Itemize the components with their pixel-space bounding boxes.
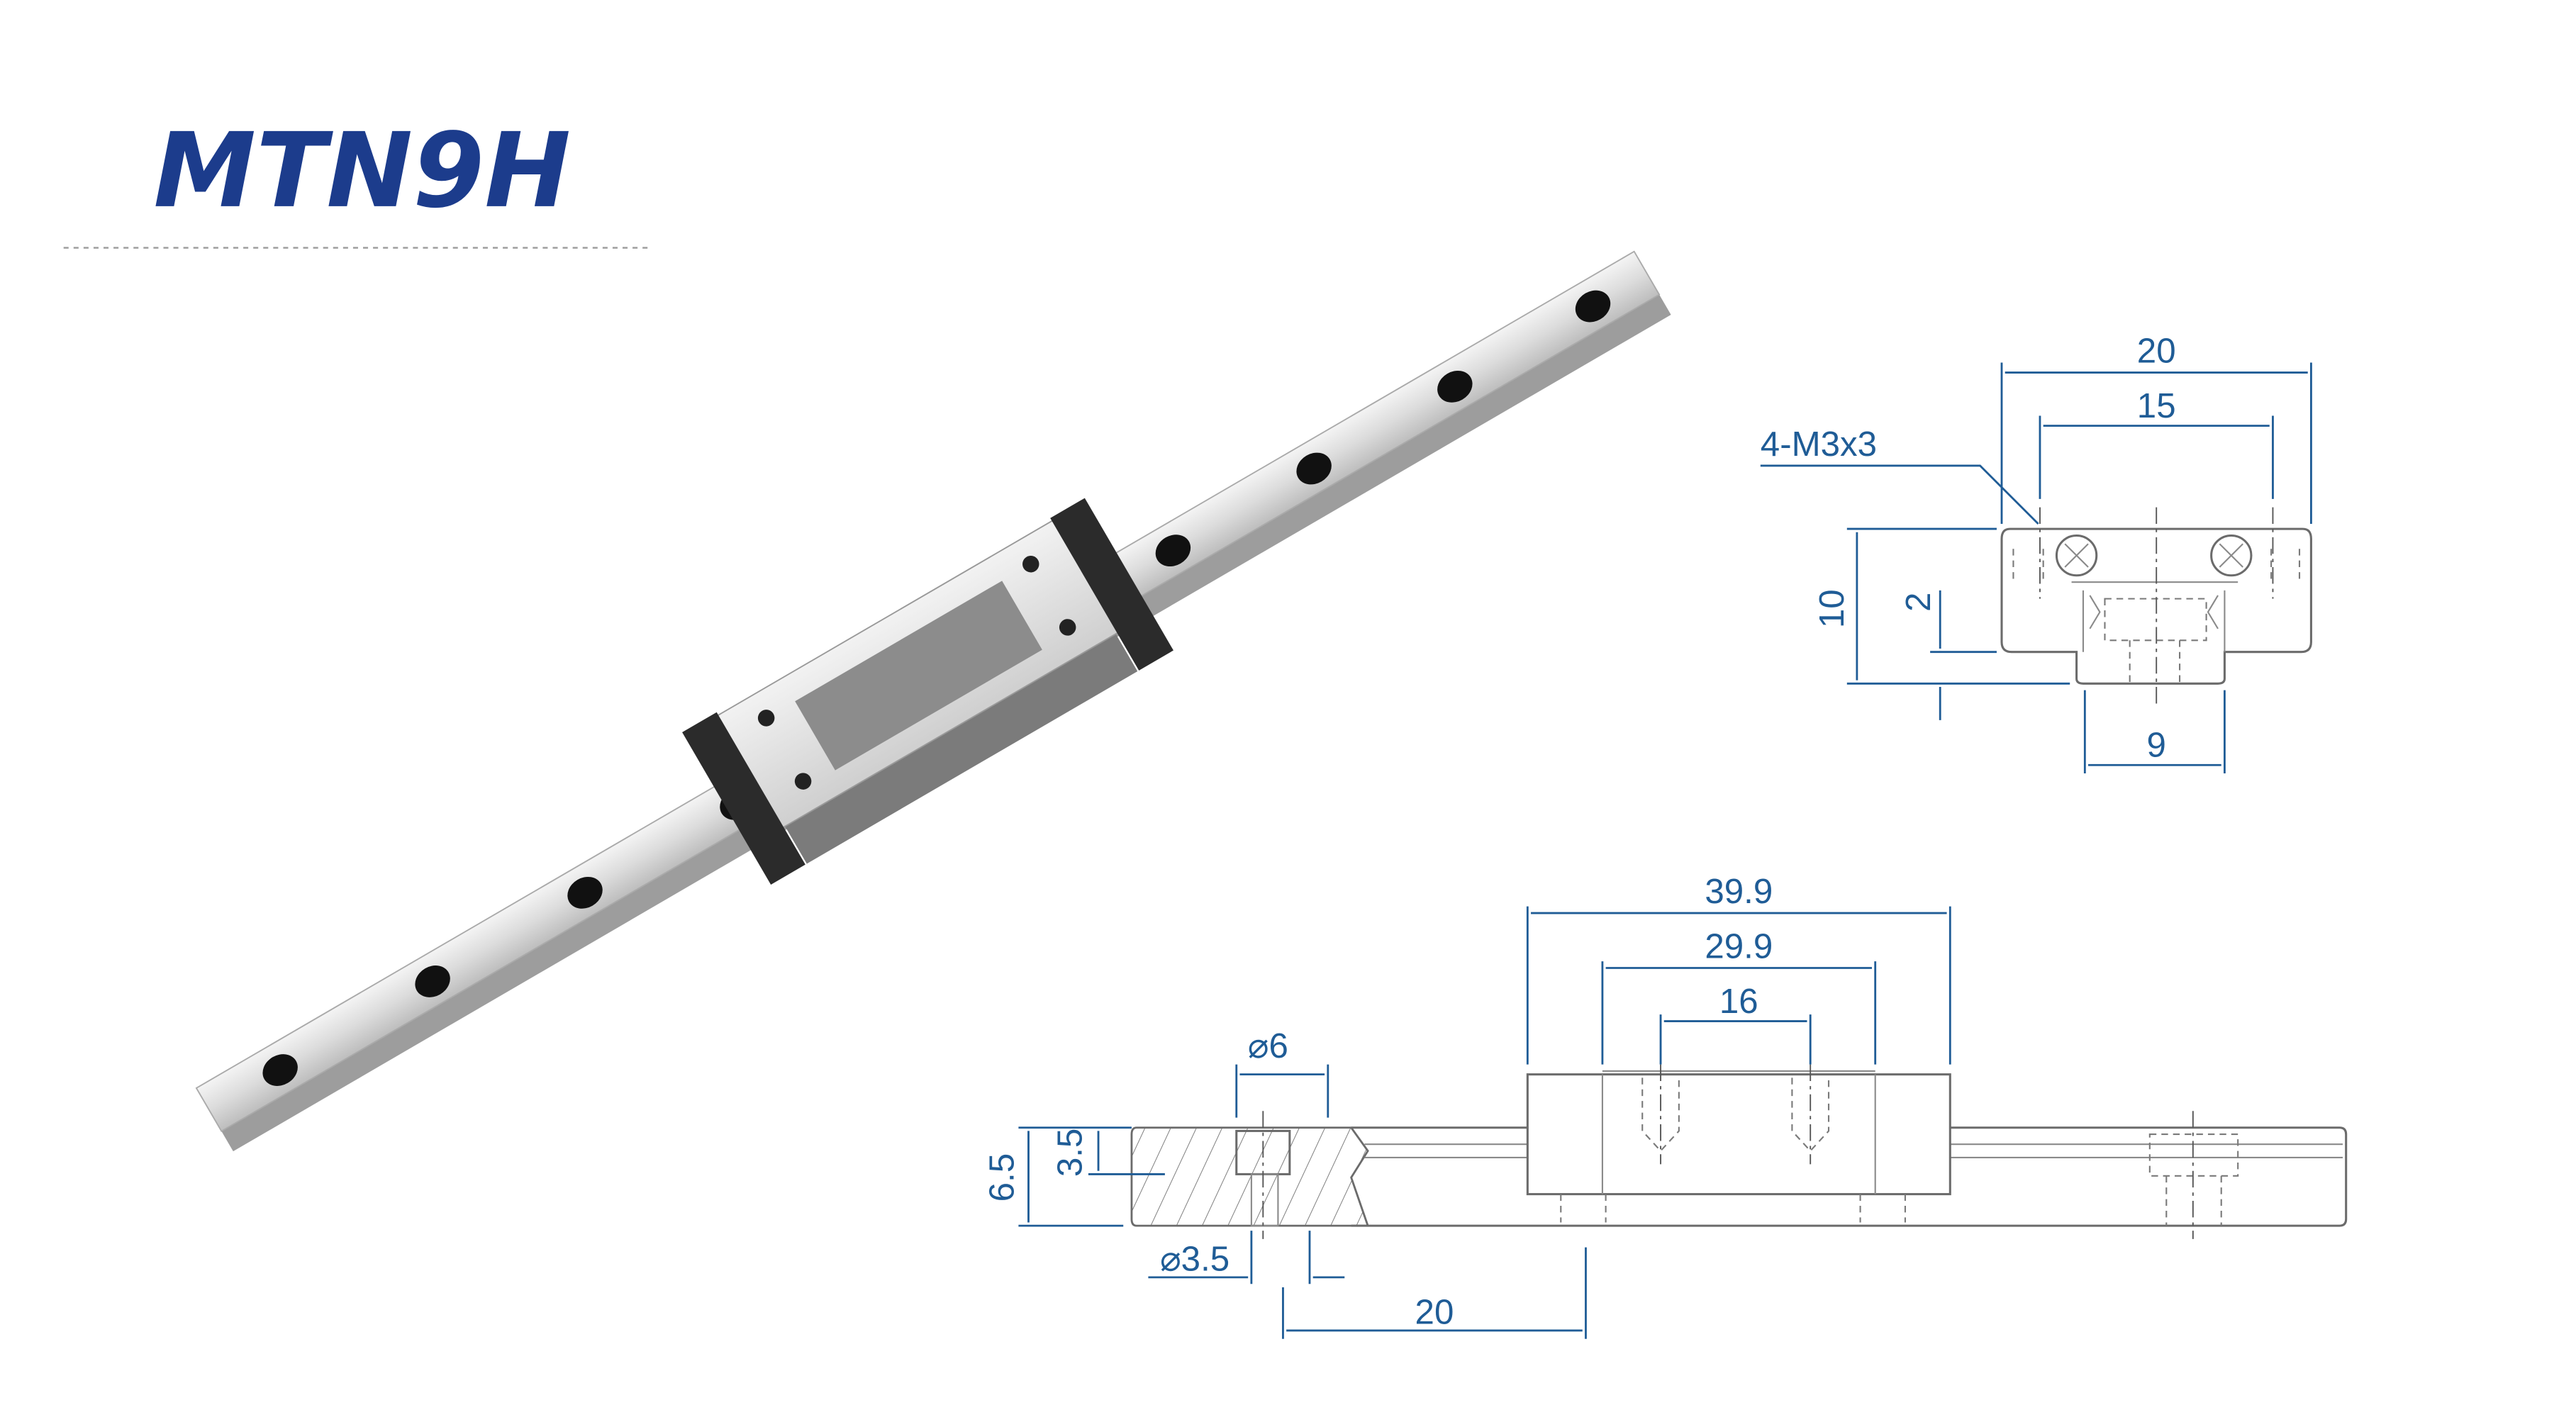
dim-width-total: 20 xyxy=(2137,331,2176,370)
dim-height-total: 10 xyxy=(1812,589,1851,628)
dim-through-hole-dia: ⌀3.5 xyxy=(1160,1239,1230,1278)
dim-rail-width: 9 xyxy=(2147,726,2166,765)
front-view-drawing: 20 15 4-M3x3 10 2 9 xyxy=(1760,331,2312,773)
dim-hole-pitch-offset: 20 xyxy=(1415,1293,1454,1332)
end-seal-left xyxy=(682,712,805,885)
dim-hole-spacing: 15 xyxy=(2137,386,2176,425)
dim-counterbore-dia: ⌀6 xyxy=(1248,1026,1288,1065)
thread-callout: 4-M3x3 xyxy=(1761,425,1877,464)
dim-rail-clearance: 2 xyxy=(1899,593,1938,612)
dim-mount-spacing: 16 xyxy=(1719,982,1758,1021)
end-seal-right xyxy=(1050,498,1173,671)
carriage xyxy=(682,498,1173,885)
product-title: MTN9H xyxy=(153,111,571,231)
rail-photo xyxy=(195,250,1671,1152)
dim-block-length: 29.9 xyxy=(1705,926,1773,965)
dim-carriage-length: 39.9 xyxy=(1705,872,1773,911)
side-view-drawing: 39.9 29.9 16 ⌀6 6.5 3.5 ⌀3.5 20 xyxy=(982,872,2348,1339)
dim-rail-height: 6.5 xyxy=(982,1153,1021,1202)
dim-counterbore-depth: 3.5 xyxy=(1051,1129,1090,1177)
